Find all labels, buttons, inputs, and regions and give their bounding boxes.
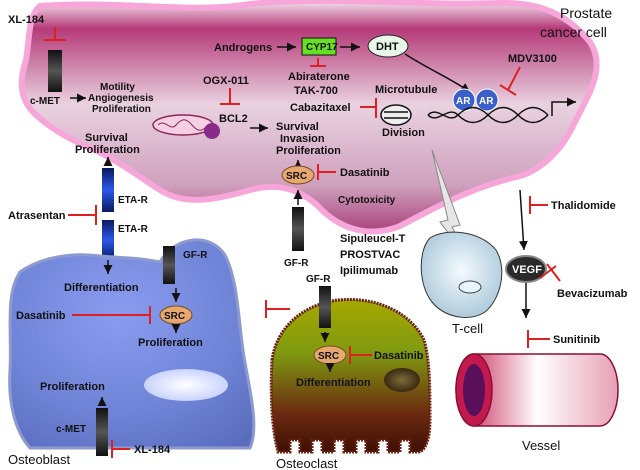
bcl2-effect-2: Invasion xyxy=(280,133,325,145)
androgens-label: Androgens xyxy=(214,42,272,54)
prostate-label-line1: Prostate xyxy=(560,5,612,21)
bevacizumab-inhibit-line xyxy=(546,263,561,282)
prostate-cell-label: Prostate cancer cell xyxy=(540,5,616,40)
osteoblast-proliferation-src: Proliferation xyxy=(138,337,203,349)
drug-sunitinib: Sunitinib xyxy=(553,334,600,346)
cmet-bottom-receptor xyxy=(96,408,108,456)
cmet-effect-2: Angiogenesis xyxy=(88,93,154,104)
immuno-3: Ipilimumab xyxy=(340,265,398,277)
cmet-bottom-label: c-MET xyxy=(56,424,86,435)
immuno-1: Sipuleucel-T xyxy=(340,233,406,245)
osteoblast-label: Osteoblast xyxy=(8,452,71,467)
vegf-label: VEGF xyxy=(512,264,542,276)
dht-label: DHT xyxy=(376,41,399,53)
mdv3100-inhibit-bar xyxy=(499,84,517,96)
dht-to-ar-arrow xyxy=(404,53,471,93)
drug-thalidomide: Thalidomide xyxy=(551,200,616,212)
t-cell-label: T-cell xyxy=(452,321,483,336)
osteoblast-nucleus xyxy=(144,369,228,401)
cytotoxicity-label: Cytotoxicity xyxy=(338,195,396,206)
ar-node-2 xyxy=(475,88,499,112)
microtubule-label: Microtubule xyxy=(375,84,437,96)
osteoclast-label: Osteoclast xyxy=(276,456,338,470)
bevacizumab-inhibit-bar xyxy=(539,265,557,279)
ar-label-1: AR xyxy=(456,96,471,107)
src-main-label: SRC xyxy=(286,171,307,182)
mitochondrion-cristae xyxy=(157,119,209,131)
osteoblast-proliferation-cmet: Proliferation xyxy=(40,381,105,393)
eta-effect-2: Proliferation xyxy=(75,144,140,156)
mitochondrion-icon xyxy=(152,114,214,136)
vessel-opening-inner xyxy=(463,364,485,416)
cmet-effect-3: Proliferation xyxy=(92,104,151,115)
division-label: Division xyxy=(382,127,425,139)
gfr-center-label: GF-R xyxy=(284,258,309,269)
microtubule-icon xyxy=(380,104,412,126)
eta-effects: Survival Proliferation xyxy=(75,132,140,156)
osteoclast-differentiation: Differentiation xyxy=(296,377,371,389)
transcription-arrow xyxy=(551,97,576,116)
drug-dasatinib-osteoblast: Dasatinib xyxy=(16,310,66,322)
t-cell-nucleus xyxy=(458,280,482,294)
cmet-top-label: c-MET xyxy=(30,96,60,107)
gfr-osteoclast-label: GF-R xyxy=(306,274,331,285)
vessel-label: Vessel xyxy=(522,438,560,453)
eta-effect-1: Survival xyxy=(85,132,128,144)
cmet-effect-1: Motility xyxy=(100,82,135,93)
drug-abiraterone: Abiraterone xyxy=(288,71,350,83)
mdv3100-inhibit-line xyxy=(507,66,521,91)
bcl2-effect-1: Survival xyxy=(276,121,319,133)
drug-ogx011: OGX-011 xyxy=(203,75,249,87)
gfr-osteoclast-receptor xyxy=(319,286,331,328)
osteoblast-differentiation: Differentiation xyxy=(64,282,139,294)
src-osteoblast-label: SRC xyxy=(164,311,185,322)
bcl2-label: BCL2 xyxy=(219,113,248,125)
bcl2-node xyxy=(204,123,220,139)
eta-r-label-1: ETA-R xyxy=(118,195,149,206)
drug-dasatinib-osteoclast: Dasatinib xyxy=(374,350,424,362)
cell-to-vegf-arrow xyxy=(518,189,528,251)
osteoclast-nucleus xyxy=(384,368,420,392)
ar-label-2: AR xyxy=(479,96,494,107)
src-osteoclast-label: SRC xyxy=(318,351,339,362)
eta-r-receptor-1 xyxy=(102,168,114,212)
eta-r-receptor-2 xyxy=(102,220,114,260)
drug-xl184-bottom: XL-184 xyxy=(134,444,171,456)
drug-dasatinib-src: Dasatinib xyxy=(340,167,390,179)
gfr-osteoblast-label: GF-R xyxy=(183,250,208,261)
immunotherapy-list: Sipuleucel-T PROSTVAC Ipilimumab xyxy=(340,233,408,277)
cyp17-label: CYP17 xyxy=(306,42,338,53)
prostate-cancer-cell xyxy=(18,0,600,235)
drug-mdv3100: MDV3100 xyxy=(508,53,557,65)
dna-strand-2 xyxy=(427,106,549,124)
cmet-top-receptor xyxy=(48,50,62,92)
osteoclast-cell xyxy=(269,297,432,454)
vegf-node xyxy=(505,255,547,283)
cyp17-box xyxy=(301,37,337,56)
bcl2-effects: Survival Invasion Proliferation xyxy=(276,121,341,157)
drug-bevacizumab: Bevacizumab xyxy=(557,288,628,300)
prostate-label-line2: cancer cell xyxy=(540,24,607,40)
drug-xl184-top: XL-184 xyxy=(8,14,45,26)
drug-cabazitaxel: Cabazitaxel xyxy=(290,102,351,114)
bcl2-effect-3: Proliferation xyxy=(276,145,341,157)
drug-atrasentan: Atrasentan xyxy=(8,210,66,222)
dht-node xyxy=(367,34,409,58)
gfr-osteoblast-receptor xyxy=(163,246,175,284)
osteoblast-cell xyxy=(8,238,256,450)
cmet-effects: Motility Angiogenesis Proliferation xyxy=(88,82,156,115)
gfr-center-receptor xyxy=(292,207,304,251)
src-main-node xyxy=(281,165,315,185)
drug-tak700: TAK-700 xyxy=(294,85,338,97)
eta-r-label-2: ETA-R xyxy=(118,224,149,235)
t-cell xyxy=(420,231,503,318)
immuno-2: PROSTVAC xyxy=(340,249,400,261)
